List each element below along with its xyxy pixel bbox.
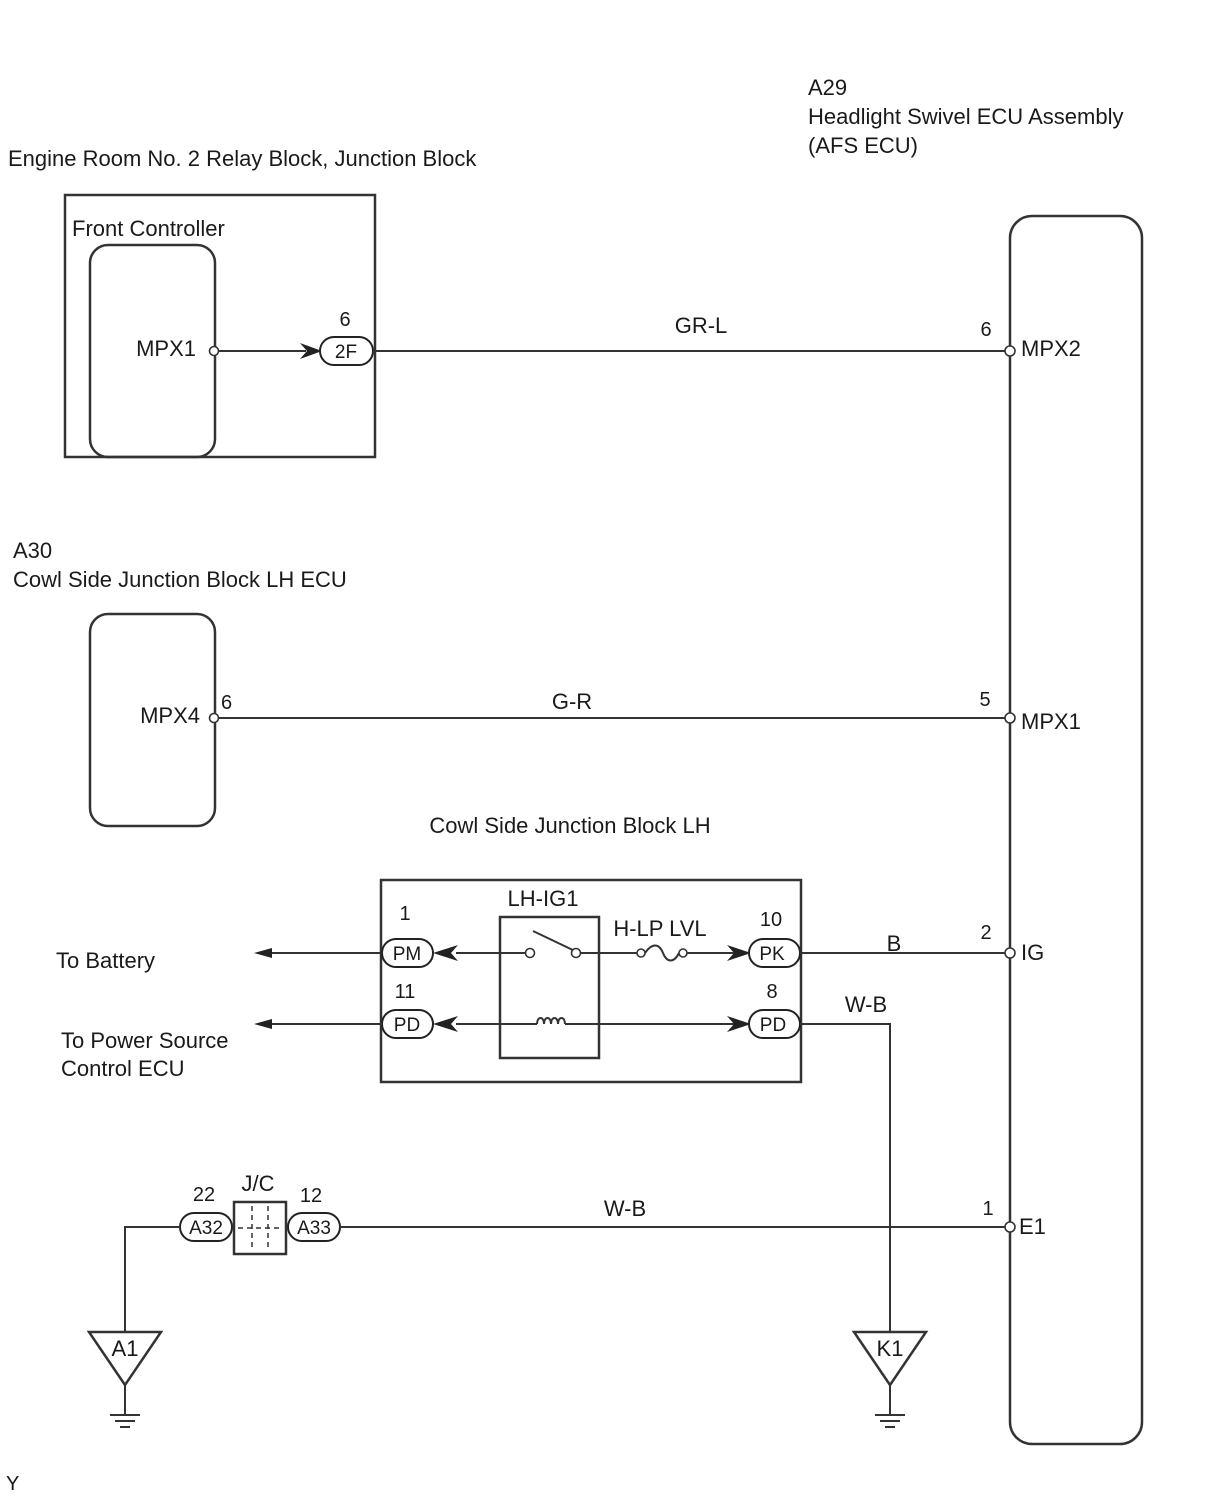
to-power-source-label-2: Control ECU: [61, 1056, 184, 1081]
wire-w-b-upper-label: W-B: [845, 992, 887, 1017]
to-power-source-label-1: To Power Source: [61, 1028, 229, 1053]
wire-gr-l-label: GR-L: [675, 313, 728, 338]
connector-pk-pin: 10: [760, 909, 782, 931]
relay-coil: [536, 1017, 566, 1025]
afs-e1-dot: [1004, 1221, 1016, 1233]
front-controller-label: Front Controller: [72, 216, 225, 241]
jc-label: J/C: [242, 1171, 275, 1196]
cowl-jb-box: [379, 878, 803, 1084]
afs-pin-1: 1: [982, 1198, 993, 1220]
connector-pm-tip: [433, 945, 458, 961]
afs-ecu-name: Headlight Swivel ECU Assembly: [808, 104, 1123, 129]
afs-ig-dot: [1004, 947, 1016, 959]
connector-a32-code: A32: [189, 1218, 223, 1239]
connector-pd-8-tip: [727, 1016, 751, 1032]
fuse-label: H-LP LVL: [613, 916, 706, 941]
afs-terminal-ig: IG: [1021, 940, 1044, 965]
relay-block-title: Engine Room No. 2 Relay Block, Junction …: [8, 146, 477, 171]
connector-2f-code: 2F: [335, 342, 357, 363]
wire-to-ground-a1: [124, 1226, 180, 1333]
afs-terminal-e1: E1: [1019, 1214, 1046, 1239]
jc-box: [232, 1200, 288, 1256]
connector-2f-male-tip: [300, 343, 322, 359]
front-controller-terminal-dot: [208, 345, 220, 357]
fuse-terminal-left: [636, 948, 646, 958]
relay-contact-right: [570, 947, 582, 959]
connector-pm-code: PM: [393, 944, 422, 965]
relay-switch-blade: [532, 930, 578, 953]
cowl-ecu-terminal-dot: [208, 712, 220, 724]
ground-a1-triangle: [86, 1330, 164, 1388]
afs-terminal-mpx2: MPX2: [1021, 336, 1081, 361]
afs-ecu-code: A29: [808, 75, 847, 100]
ground-a1-label: A1: [112, 1336, 139, 1361]
connector-pd-11-pin: 11: [395, 981, 416, 1003]
afs-pin-2: 2: [980, 922, 991, 944]
afs-pin-6: 6: [980, 319, 991, 341]
footer-code: Y: [6, 1473, 19, 1495]
connector-a33-code: A33: [297, 1218, 331, 1239]
wire-b-label: B: [887, 931, 902, 956]
to-battery-label: To Battery: [56, 948, 155, 973]
fuse-h-lp-lvl: [644, 944, 680, 962]
cowl-ecu-terminal: MPX4: [140, 703, 200, 728]
jc-right-pin: 12: [300, 1185, 322, 1207]
wire-g-r-label: G-R: [552, 689, 592, 714]
cowl-ecu-name: Cowl Side Junction Block LH ECU: [13, 567, 347, 592]
fuse-terminal-right: [678, 948, 688, 958]
jc-left-pin: 22: [193, 1184, 215, 1206]
cowl-ecu-pin: 6: [221, 692, 232, 714]
cowl-jb-title: Cowl Side Junction Block LH: [429, 813, 710, 838]
connector-pd-8-pin: 8: [766, 981, 777, 1003]
relay-lh-ig1-label: LH-IG1: [508, 886, 579, 911]
connector-pk-tip: [727, 945, 751, 961]
afs-ecu-sub: (AFS ECU): [808, 133, 918, 158]
battery-arrow: [254, 948, 272, 958]
cowl-ecu-code: A30: [13, 538, 52, 563]
afs-mpx1-dot: [1004, 712, 1016, 724]
relay-lh-ig1-box: [498, 915, 601, 1060]
wire-w-b-upper: [800, 1023, 891, 1333]
connector-pk-code: PK: [759, 944, 785, 965]
connector-pd-8-code: PD: [760, 1015, 786, 1036]
connector-pd-11-tip: [433, 1016, 458, 1032]
afs-ecu-box: [1008, 214, 1144, 1446]
afs-terminal-mpx1: MPX1: [1021, 709, 1081, 734]
connector-pd-11-code: PD: [394, 1015, 420, 1036]
relay-contact-left: [524, 947, 536, 959]
power-source-arrow: [254, 1019, 272, 1029]
relay-block-box: [63, 193, 377, 459]
ground-k1-label: K1: [877, 1336, 904, 1361]
connector-pm-pin: 1: [399, 903, 410, 925]
afs-pin-5: 5: [979, 689, 990, 711]
front-controller-terminal: MPX1: [136, 336, 196, 361]
afs-mpx2-dot: [1004, 345, 1016, 357]
ground-k1-triangle: [851, 1330, 929, 1388]
wire-w-b-lower-label: W-B: [604, 1196, 646, 1221]
connector-2f-pin: 6: [339, 309, 350, 331]
